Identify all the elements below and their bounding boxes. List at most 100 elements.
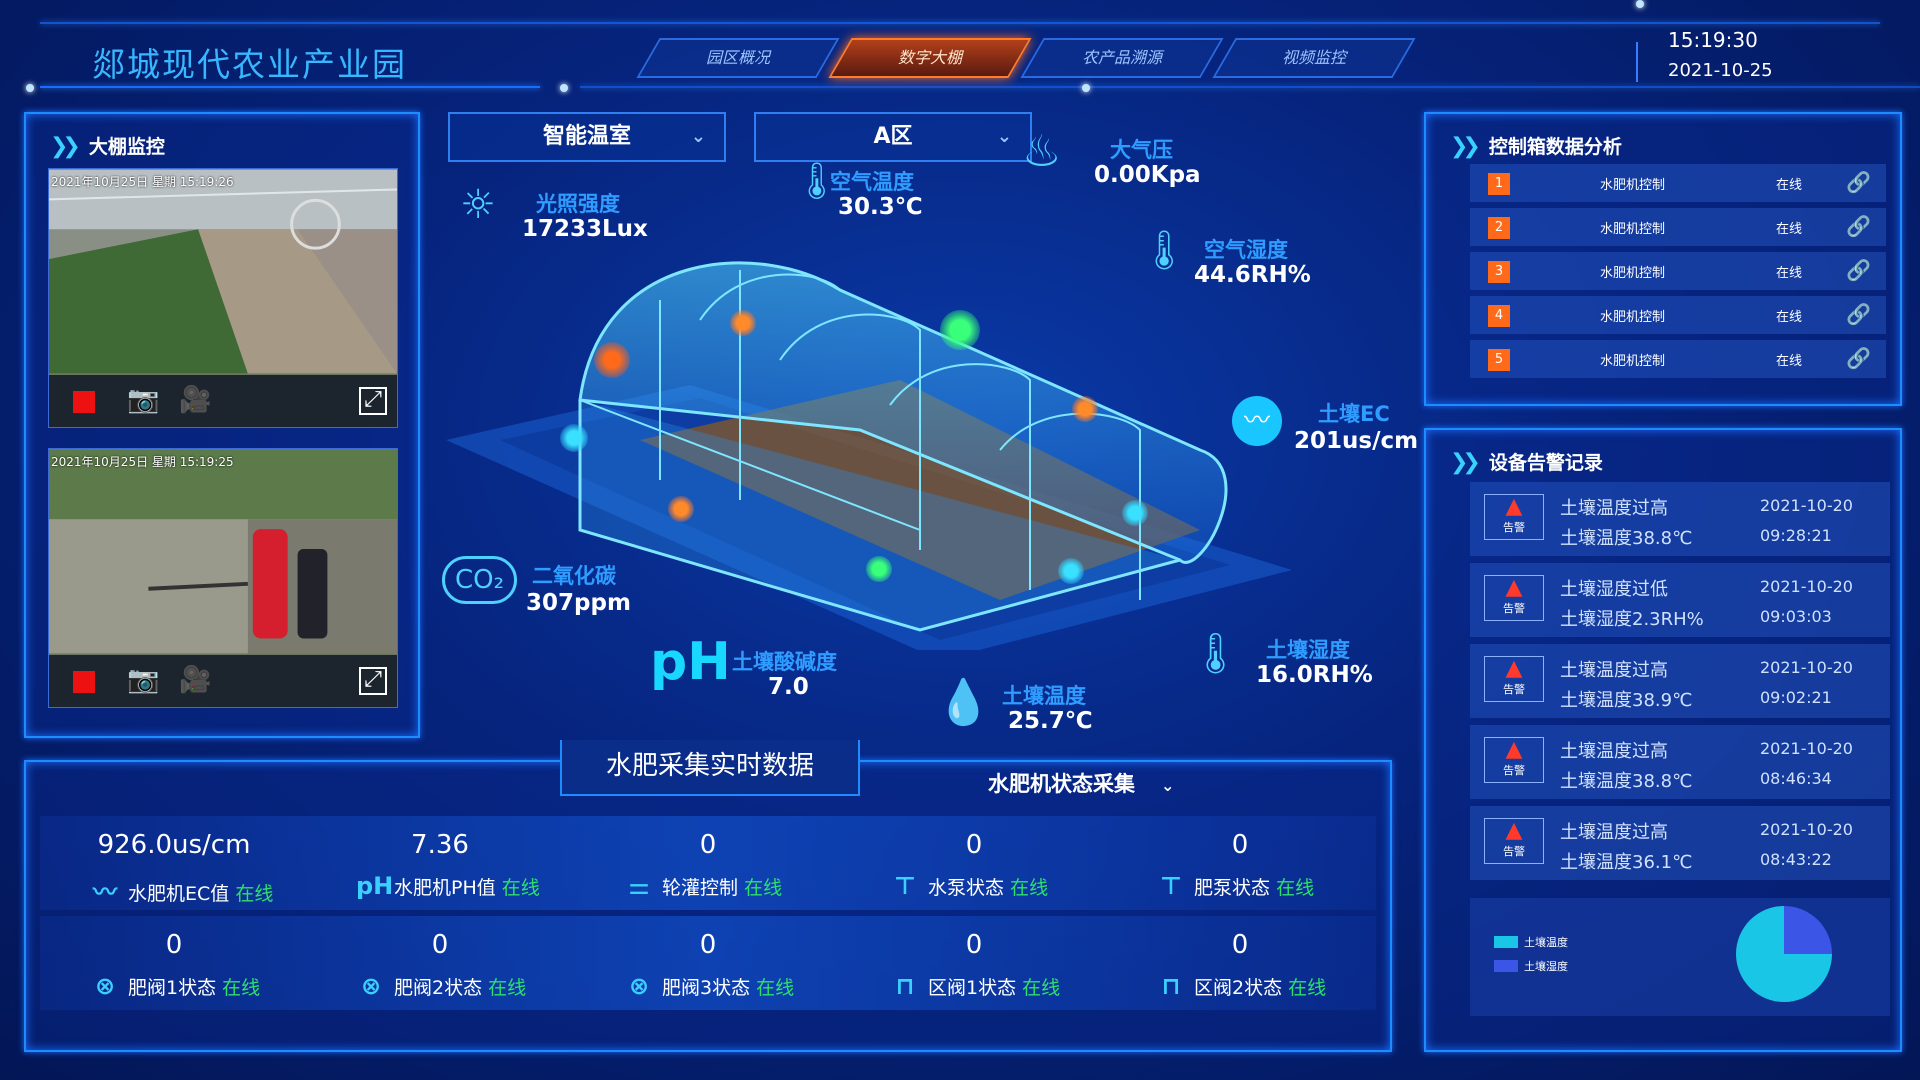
ph-label: 土壤酸碱度: [732, 650, 837, 674]
record-stop-icon[interactable]: [73, 391, 95, 413]
light-label: 光照强度: [536, 192, 620, 216]
chevron-down-icon: ⌄: [1161, 776, 1175, 795]
row2-band: [40, 916, 1376, 1010]
legend-swatch-1: [1494, 936, 1518, 948]
snapshot-camera-icon[interactable]: 📷: [127, 665, 160, 695]
tab-traceability[interactable]: 农产品溯源: [1020, 38, 1224, 78]
thermometer-icon: 🌡: [794, 161, 840, 202]
valve3-status: ⊗肥阀3状态 在线: [624, 972, 864, 1000]
water-pump-reading: 0: [965, 830, 983, 860]
alarm-item[interactable]: ▲告警 土壤温度过高 土壤温度38.8℃ 2021-10-20 08:46:34: [1470, 725, 1890, 799]
ph-reading: 7.36: [411, 830, 469, 860]
pressure-value: 0.00Kpa: [1094, 162, 1201, 188]
greenhouse-select[interactable]: 智能温室⌄: [448, 112, 726, 162]
alarm-pie-chart: [1736, 906, 1832, 1002]
co2-cloud-icon: CO₂: [442, 556, 518, 604]
warning-icon: ▲告警: [1484, 494, 1544, 540]
sensor-co2-marker[interactable]: [560, 424, 588, 452]
sensor-airhum-marker[interactable]: [1072, 396, 1098, 422]
soilhum-label: 土壤湿度: [1266, 638, 1350, 662]
warning-icon: ▲告警: [1484, 818, 1544, 864]
rotation-icon: ⚌: [628, 872, 650, 900]
link-icon[interactable]: 🔗: [1846, 346, 1871, 370]
link-icon[interactable]: 🔗: [1846, 302, 1871, 326]
video-record-icon[interactable]: 🎥: [179, 385, 212, 415]
greenhouse-illustration: [446, 261, 1292, 650]
deco-dot: [1636, 0, 1644, 8]
record-stop-icon[interactable]: [73, 671, 95, 693]
legend-swatch-2: [1494, 960, 1518, 972]
camera-toolbar-2: 📷 🎥 ⤢: [49, 655, 397, 707]
chevron-right-icon: ❯❯: [50, 134, 81, 159]
link-icon[interactable]: 🔗: [1846, 214, 1871, 238]
co2-label: 二氧化碳: [532, 564, 616, 588]
camera-toolbar-1: 📷 🎥 ⤢: [49, 375, 397, 427]
valve1-reading: 0: [165, 930, 183, 960]
alarm-item[interactable]: ▲告警 土壤温度过高 土壤温度38.9℃ 2021-10-20 09:02:21: [1470, 644, 1890, 718]
sensor-soiltemp-marker[interactable]: [866, 556, 892, 582]
valve-icon: ⊗: [628, 972, 650, 1000]
zone-valve1-reading: 0: [965, 930, 983, 960]
clock-date: 2021-10-25: [1668, 60, 1773, 81]
zone-select[interactable]: A区⌄: [754, 112, 1032, 162]
deco-dot: [26, 84, 34, 92]
ph-value: 7.0: [768, 674, 809, 700]
sensor-light-marker[interactable]: [594, 342, 630, 378]
pressure-label: 大气压: [1110, 138, 1173, 162]
tab-video-monitor[interactable]: 视频监控: [1212, 38, 1416, 78]
zone-valve-icon: ⊓: [895, 972, 915, 1000]
snapshot-camera-icon[interactable]: 📷: [127, 385, 160, 415]
ec-icon: 〰: [93, 878, 117, 906]
camera-view-1[interactable]: 2021年10月25日 星期 15:19:26 📷 🎥 ⤢: [48, 168, 398, 428]
valve-icon: ⊗: [360, 972, 382, 1000]
deco-dot: [1082, 84, 1090, 92]
pump-icon: ⊤: [894, 872, 916, 900]
soil-hum-thermo-icon: 🌡: [1190, 631, 1241, 677]
sensor-ph-marker[interactable]: [668, 496, 694, 522]
zone-valve1-status: ⊓区阀1状态 在线: [890, 972, 1130, 1000]
sun-icon: ☼: [460, 182, 496, 228]
tab-park-overview[interactable]: 园区概况: [636, 38, 840, 78]
sensor-ec-marker[interactable]: [1122, 500, 1148, 526]
monitor-title: ❯❯大棚监控: [50, 134, 165, 159]
ec-reading: 926.0us/cm: [97, 830, 251, 860]
tab-digital-greenhouse[interactable]: 数字大棚: [828, 38, 1032, 78]
header-line-left: [40, 86, 540, 88]
airhum-value: 44.6RH%: [1194, 262, 1311, 288]
chevron-right-icon: ❯❯: [1450, 450, 1481, 475]
sensor-pressure-marker[interactable]: [940, 310, 980, 350]
alarm-item[interactable]: ▲告警 土壤湿度过低 土壤湿度2.3RH% 2021-10-20 09:03:0…: [1470, 563, 1890, 637]
control-box-title: ❯❯控制箱数据分析: [1450, 134, 1622, 159]
link-icon[interactable]: 🔗: [1846, 258, 1871, 282]
link-icon[interactable]: 🔗: [1846, 170, 1871, 194]
zone-valve2-status: ⊓区阀2状态 在线: [1156, 972, 1396, 1000]
zone-valve2-reading: 0: [1231, 930, 1249, 960]
alarm-item[interactable]: ▲告警 土壤温度过高 土壤温度36.1℃ 2021-10-20 08:43:22: [1470, 806, 1890, 880]
camera-view-2[interactable]: 2021年10月25日 星期 15:19:25 📷 🎥 ⤢: [48, 448, 398, 708]
row1-band: [40, 816, 1376, 910]
legend-label-2: 土壤湿度: [1524, 960, 1568, 973]
fertigation-select[interactable]: 水肥机状态采集⌄: [988, 772, 1175, 796]
alarm-item[interactable]: ▲告警 土壤温度过高 土壤温度38.8℃ 2021-10-20 09:28:21: [1470, 482, 1890, 556]
sensor-airtemp-marker[interactable]: [730, 310, 756, 336]
video-record-icon[interactable]: 🎥: [179, 665, 212, 695]
fertigation-title: 水肥采集实时数据: [560, 740, 860, 796]
ec-status: 〰水肥机EC值 在线: [90, 872, 330, 907]
soilhum-value: 16.0RH%: [1256, 662, 1373, 688]
fullscreen-icon[interactable]: ⤢: [359, 667, 387, 695]
chevron-down-icon: ⌄: [690, 126, 706, 147]
fullscreen-icon[interactable]: ⤢: [359, 387, 387, 415]
water-pump-status: ⊤水泵状态 在线: [890, 872, 1130, 900]
header-divider: [1636, 42, 1638, 82]
camera-feed-2: [49, 449, 397, 654]
airtemp-label: 空气温度: [830, 170, 914, 194]
sensor-soilhum-marker[interactable]: [1058, 558, 1084, 584]
valve2-status: ⊗肥阀2状态 在线: [356, 972, 596, 1000]
airtemp-value: 30.3℃: [838, 194, 923, 220]
ec-wave-icon: 〰: [1232, 396, 1282, 446]
